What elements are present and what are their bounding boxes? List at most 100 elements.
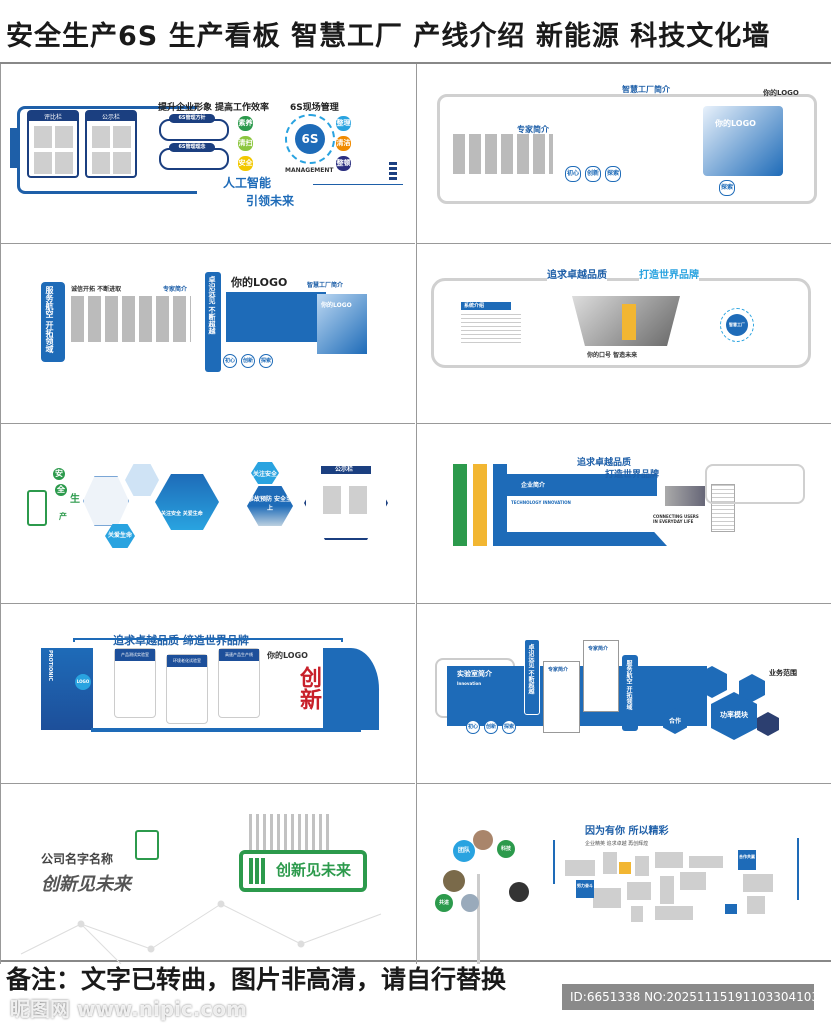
intro-title: 智慧工厂简介	[622, 85, 670, 94]
logo-badge: LOGO	[75, 674, 91, 690]
char: 生	[70, 494, 80, 505]
orbit-ring	[720, 308, 754, 342]
circuit-frame	[437, 94, 817, 204]
btn: 探索	[259, 354, 273, 368]
city-skyline	[249, 814, 329, 850]
board-label: 公示栏	[335, 466, 354, 473]
board-label: 评比栏	[29, 112, 77, 121]
innovation-label: Innovation	[457, 681, 482, 686]
heading: 6S现场管理	[290, 103, 339, 113]
management-label: MANAGEMENT	[285, 167, 334, 174]
headline: 追求卓越品质	[577, 458, 632, 468]
focus-badge: 关注安全	[251, 462, 279, 484]
frame-tab	[10, 128, 20, 168]
battery-icon	[389, 162, 397, 182]
board: 评比栏	[27, 110, 79, 178]
base-line	[91, 728, 361, 732]
intro-tag-bar: 系统介绍	[461, 302, 511, 310]
intro-tag: 系统介绍	[464, 303, 485, 309]
panel-quality: 追求卓越品质 打造世界品牌 系统介绍 你的口号 智造未来 智慧工厂	[416, 244, 831, 424]
btn: 初心	[466, 720, 480, 734]
intro-title: 智慧工厂简介	[307, 282, 344, 289]
board: 公示栏	[85, 110, 137, 178]
expert-title: 专家简介	[588, 646, 609, 652]
logo-text: 你的LOGO	[715, 119, 756, 128]
center-badge: 智慧工厂	[726, 314, 748, 336]
headline: 打造世界品牌	[639, 266, 699, 281]
network-lines	[20, 900, 382, 964]
logo-text: 你的LOGO	[763, 89, 799, 97]
slogan: 诚信开拓 不断进取	[71, 286, 122, 293]
company-name: 公司名字名称	[41, 852, 114, 866]
logo-text: 你的LOGO	[267, 651, 308, 660]
panel-6s-management: 评比栏 公示栏 提升企业形象 提高工作效率 6S现场管理 6S管理方针 6S管理…	[0, 64, 415, 244]
logo-panel: 你的LOGO	[317, 294, 367, 354]
btn: 探索	[605, 166, 621, 182]
brand-text: PROTIONIC	[47, 650, 53, 682]
item-circle: 清洁	[336, 136, 351, 151]
tree-photo	[473, 830, 493, 850]
battery-frame	[239, 850, 367, 892]
pill: 6S管理理念	[169, 143, 215, 152]
vertical-slogan: 服务航空 开拓领域	[45, 286, 54, 353]
tree-photo	[461, 894, 479, 912]
card-title: 高速产品生产线	[219, 649, 259, 661]
panel-innovation: 公司名字名称 创新见未来 创新见未来	[0, 784, 415, 964]
char: 产	[59, 512, 67, 521]
panel-lab: 实验室简介 Innovation 卓识远见 不断超越 专家简介 专家简介 服务航…	[416, 604, 831, 784]
item-circle: 清扫	[238, 136, 253, 151]
vertical-slogan: 卓识远见 不断超越	[527, 644, 534, 695]
notice-header: 公示栏	[321, 466, 371, 474]
expert-title: 专家简介	[517, 125, 549, 134]
photo	[665, 486, 705, 506]
expert-title: 专家简介	[163, 286, 188, 293]
tree-photo	[443, 870, 465, 892]
vertical-banner	[41, 282, 65, 362]
lab-card: 高速产品生产线	[218, 648, 260, 718]
blue-stripe	[493, 464, 507, 546]
card-title: 环境老化试验室	[167, 655, 207, 667]
tree-node: 科技	[497, 840, 515, 858]
photo-strip	[71, 296, 191, 342]
vertical-banner	[622, 655, 638, 731]
circuit-frame	[431, 278, 811, 368]
blue-band	[507, 532, 667, 546]
care-badge: 关爱生命	[105, 524, 135, 548]
expert-card: 专家简介	[543, 661, 580, 733]
calligraphy: 创新	[296, 666, 322, 710]
vertical-slogan: 卓识远见 不断超越	[208, 276, 216, 335]
panel-safety: 安 全 生 产 关注安全 关爱生命 关爱生命 关注安全 事故预防 安全至上 公示…	[0, 424, 415, 604]
motto: 人工智能	[223, 176, 272, 190]
notice-hex	[304, 466, 388, 540]
robot-photo	[572, 296, 680, 346]
btn: 创新	[484, 720, 498, 734]
char: 安	[53, 468, 65, 480]
lab-card: 产品测试实验室	[114, 648, 156, 718]
photo-placeholder	[323, 486, 341, 514]
intro-tag: 企业简介	[521, 482, 546, 489]
hex-photo	[757, 712, 779, 736]
tag: 努力奋斗	[576, 880, 594, 898]
orbit-ring	[285, 114, 335, 164]
pill: 6S管理方针	[169, 114, 215, 123]
photo-placeholder	[349, 486, 367, 514]
battery-level	[249, 858, 267, 884]
yellow-stripe	[473, 464, 487, 546]
btn: 创新	[585, 166, 601, 182]
tech-text: TECHNOLOGY INNOVATION	[511, 500, 571, 505]
intro-band: 企业简介	[507, 474, 657, 496]
head-silhouette	[323, 648, 379, 730]
text-block	[461, 314, 521, 344]
expert-card: 专家简介	[583, 640, 619, 712]
divider	[313, 184, 403, 185]
prevent-badge: 事故预防 安全至上	[247, 486, 293, 526]
battery-text: 创新见未来	[276, 861, 352, 879]
battery-recycle-icon	[135, 830, 159, 860]
headline: 追求卓越品质	[547, 266, 607, 281]
bracket-line	[553, 840, 555, 884]
hex-frame	[125, 464, 159, 496]
panel-aviation: 服务航空 开拓领域 诚信开拓 不断进取 专家简介 卓识远见 不断超越 你的LOG…	[0, 244, 415, 424]
battery-recycle-icon	[27, 490, 47, 526]
hex-center: 关注安全 关爱生命	[155, 474, 219, 530]
btn: 探索	[502, 720, 516, 734]
